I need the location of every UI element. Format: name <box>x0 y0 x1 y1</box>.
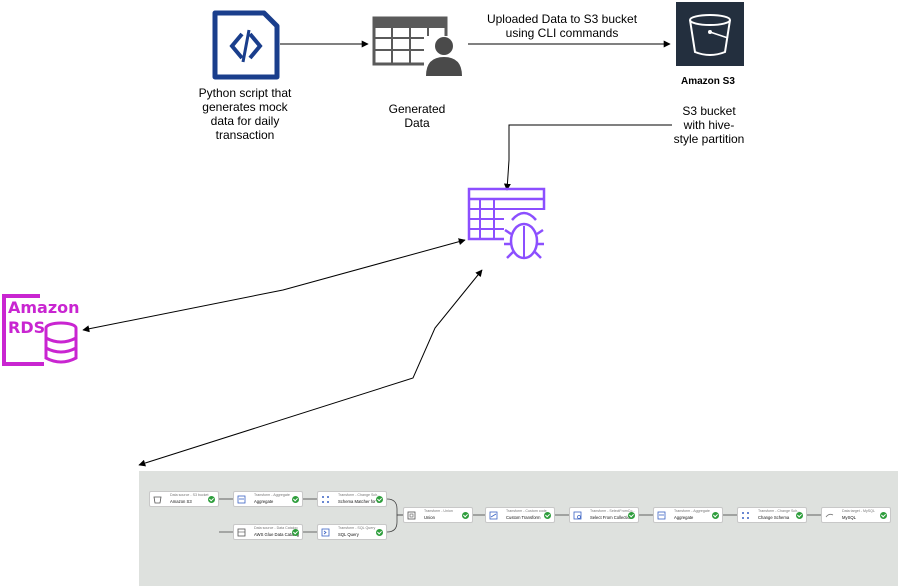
table-user-icon <box>372 16 464 76</box>
status-ok-icon <box>462 512 469 519</box>
etl-node-kind: Data source - S3 bucket <box>170 493 209 497</box>
etl-node-kind: Transform - Aggregate <box>254 493 290 497</box>
arrow-s3-to-crawler <box>503 124 672 191</box>
rds-line1-text: Amazon <box>8 298 80 317</box>
etl-node-sql-query[interactable]: Transform - SQL Query SQL Query <box>317 524 387 540</box>
s3-partition-label: S3 bucket with hive- style partition <box>673 104 745 146</box>
etl-node-union[interactable]: Transform - Union Union <box>403 507 473 523</box>
etl-node-title: Union <box>424 515 435 520</box>
etl-node-kind: Transform - Change Sch... <box>338 493 381 497</box>
etl-node-title: Aggregate <box>254 499 274 504</box>
etl-node-title: Amazon S3 <box>170 499 192 504</box>
status-ok-icon <box>712 512 719 519</box>
mysql-icon <box>825 513 834 518</box>
status-ok-icon <box>292 529 299 536</box>
etl-node-schema-matcher[interactable]: Transform - Change Sch... Schema Matcher… <box>317 491 387 507</box>
aggregate-icon <box>657 511 666 520</box>
status-ok-icon <box>376 496 383 503</box>
etl-node-kind: Transform - Change Sch... <box>758 509 801 513</box>
rds-database-icon: Amazon RDS <box>2 294 80 366</box>
etl-node-title: Change Schema <box>758 515 790 520</box>
rds-node: Amazon RDS <box>0 292 80 368</box>
script-node <box>212 10 280 80</box>
etl-node-title: Schema Matcher for ... <box>338 499 381 504</box>
status-ok-icon <box>376 529 383 536</box>
status-ok-icon <box>628 512 635 519</box>
etl-node-title: Custom Transform <box>506 515 541 520</box>
etl-node-glue-data-catalog[interactable]: Data source - Data Catalog AWS Glue Data… <box>233 524 303 540</box>
etl-node-aggregate[interactable]: Transform - Aggregate Aggregate <box>233 491 303 507</box>
etl-node-change-schema[interactable]: Transform - Change Sch... Change Schema <box>737 507 807 523</box>
arrow-etl-crawler <box>138 269 483 467</box>
s3-bucket-icon <box>689 14 731 56</box>
etl-node-title: Select From Collection <box>590 515 633 520</box>
catalog-icon <box>237 528 246 537</box>
etl-node-kind: Data source - Data Catalog <box>254 526 298 530</box>
arrow-rds-crawler <box>82 238 466 333</box>
code-file-icon <box>212 10 280 80</box>
etl-node-kind: Data target - MySQL <box>842 509 875 513</box>
etl-node-kind: Transform - Aggregate <box>674 509 710 513</box>
glue-crawler-icon <box>467 187 546 266</box>
etl-node-aggregate-2[interactable]: Transform - Aggregate Aggregate <box>653 507 723 523</box>
etl-node-title: AWS Glue Data Catalog <box>254 532 299 537</box>
etl-node-kind: Transform - Union <box>424 509 453 513</box>
sql-icon <box>321 528 330 537</box>
etl-node-mysql[interactable]: Data target - MySQL MySQL <box>821 507 891 523</box>
python-script-label: Python script that generates mock data f… <box>198 86 292 142</box>
etl-node-select-from-collection[interactable]: Transform - SelectFromCo... Select From … <box>569 507 639 523</box>
status-ok-icon <box>208 496 215 503</box>
status-ok-icon <box>880 512 887 519</box>
select-icon <box>573 511 582 520</box>
etl-node-kind: Transform - Custom code <box>506 509 547 513</box>
etl-node-title: SQL Query <box>338 532 359 537</box>
rds-line2-text: RDS <box>8 318 45 337</box>
s3-service-label: Amazon S3 <box>681 76 735 87</box>
glue-crawler-node <box>466 186 548 268</box>
status-ok-icon <box>544 512 551 519</box>
status-ok-icon <box>292 496 299 503</box>
s3-icon <box>153 496 162 504</box>
custom-code-icon <box>489 511 498 520</box>
schema-icon <box>742 512 749 519</box>
generated-data-label: Generated Data <box>388 102 446 130</box>
etl-node-title: Aggregate <box>674 515 694 520</box>
aggregate-icon <box>237 495 246 504</box>
upload-label: Uploaded Data to S3 bucket using CLI com… <box>486 12 638 40</box>
generated-data-node <box>372 16 464 76</box>
etl-node-kind: Transform - SelectFromCo... <box>590 509 636 513</box>
etl-node-title: MySQL <box>842 515 856 520</box>
etl-node-kind: Transform - SQL Query <box>338 526 376 530</box>
s3-node <box>676 2 744 66</box>
etl-job-canvas[interactable]: Data source - S3 bucket Amazon S3 Transf… <box>139 471 898 586</box>
schema-icon <box>322 496 329 503</box>
status-ok-icon <box>796 512 803 519</box>
etl-node-amazon-s3[interactable]: Data source - S3 bucket Amazon S3 <box>149 491 219 507</box>
union-icon <box>407 511 416 520</box>
etl-node-custom-transform[interactable]: Transform - Custom code Custom Transform <box>485 507 555 523</box>
